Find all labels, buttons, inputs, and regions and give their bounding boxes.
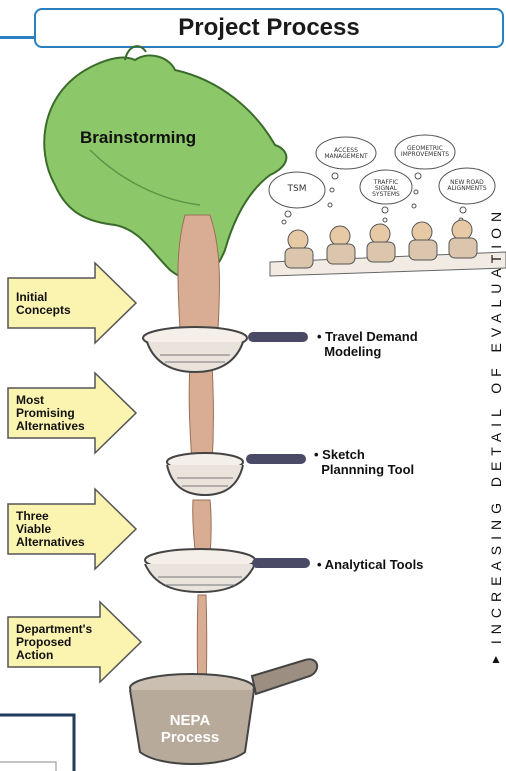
stage-label-department: Department's Proposed Action	[16, 623, 106, 662]
bubble-text-newroad: NEW ROAD ALIGNMENTS	[444, 180, 490, 192]
tool-label-travel-demand: • Travel Demand Modeling	[317, 329, 487, 359]
bubble-text-tsm: TSM	[272, 186, 322, 192]
stage-label-initial: Initial Concepts	[16, 291, 101, 317]
bubble-text-geometric: GEOMETRIC IMPROVEMENTS	[400, 146, 450, 158]
brainstorm-label: Brainstorming	[80, 128, 240, 148]
stage-label-most-promising: Most Promising Alternatives	[16, 394, 101, 433]
sieve-1	[143, 327, 308, 372]
bubble-text-traffic: TRAFFIC SIGNAL SYSTEMS	[364, 180, 408, 198]
bubble-text-access: ACCESS MANAGEMENT	[320, 148, 372, 160]
corner-frame	[0, 715, 74, 771]
sieve-3	[145, 549, 310, 592]
brainstorm-bag	[44, 46, 286, 279]
brainstorm-team	[270, 220, 506, 276]
vertical-arrow-icon: ▲	[490, 652, 502, 666]
stage-label-three-viable: Three Viable Alternatives	[16, 510, 101, 549]
vertical-evaluation-label: INCREASING DETAIL OF EVALUATION	[486, 190, 506, 660]
final-label-nepa: NEPA Process	[150, 712, 230, 746]
vertical-evaluation-text: INCREASING DETAIL OF EVALUATION	[488, 206, 504, 644]
tool-label-sketch: • Sketch Plannning Tool	[314, 447, 484, 477]
sieve-2	[167, 453, 306, 495]
tool-label-analytical: • Analytical Tools	[317, 557, 487, 572]
